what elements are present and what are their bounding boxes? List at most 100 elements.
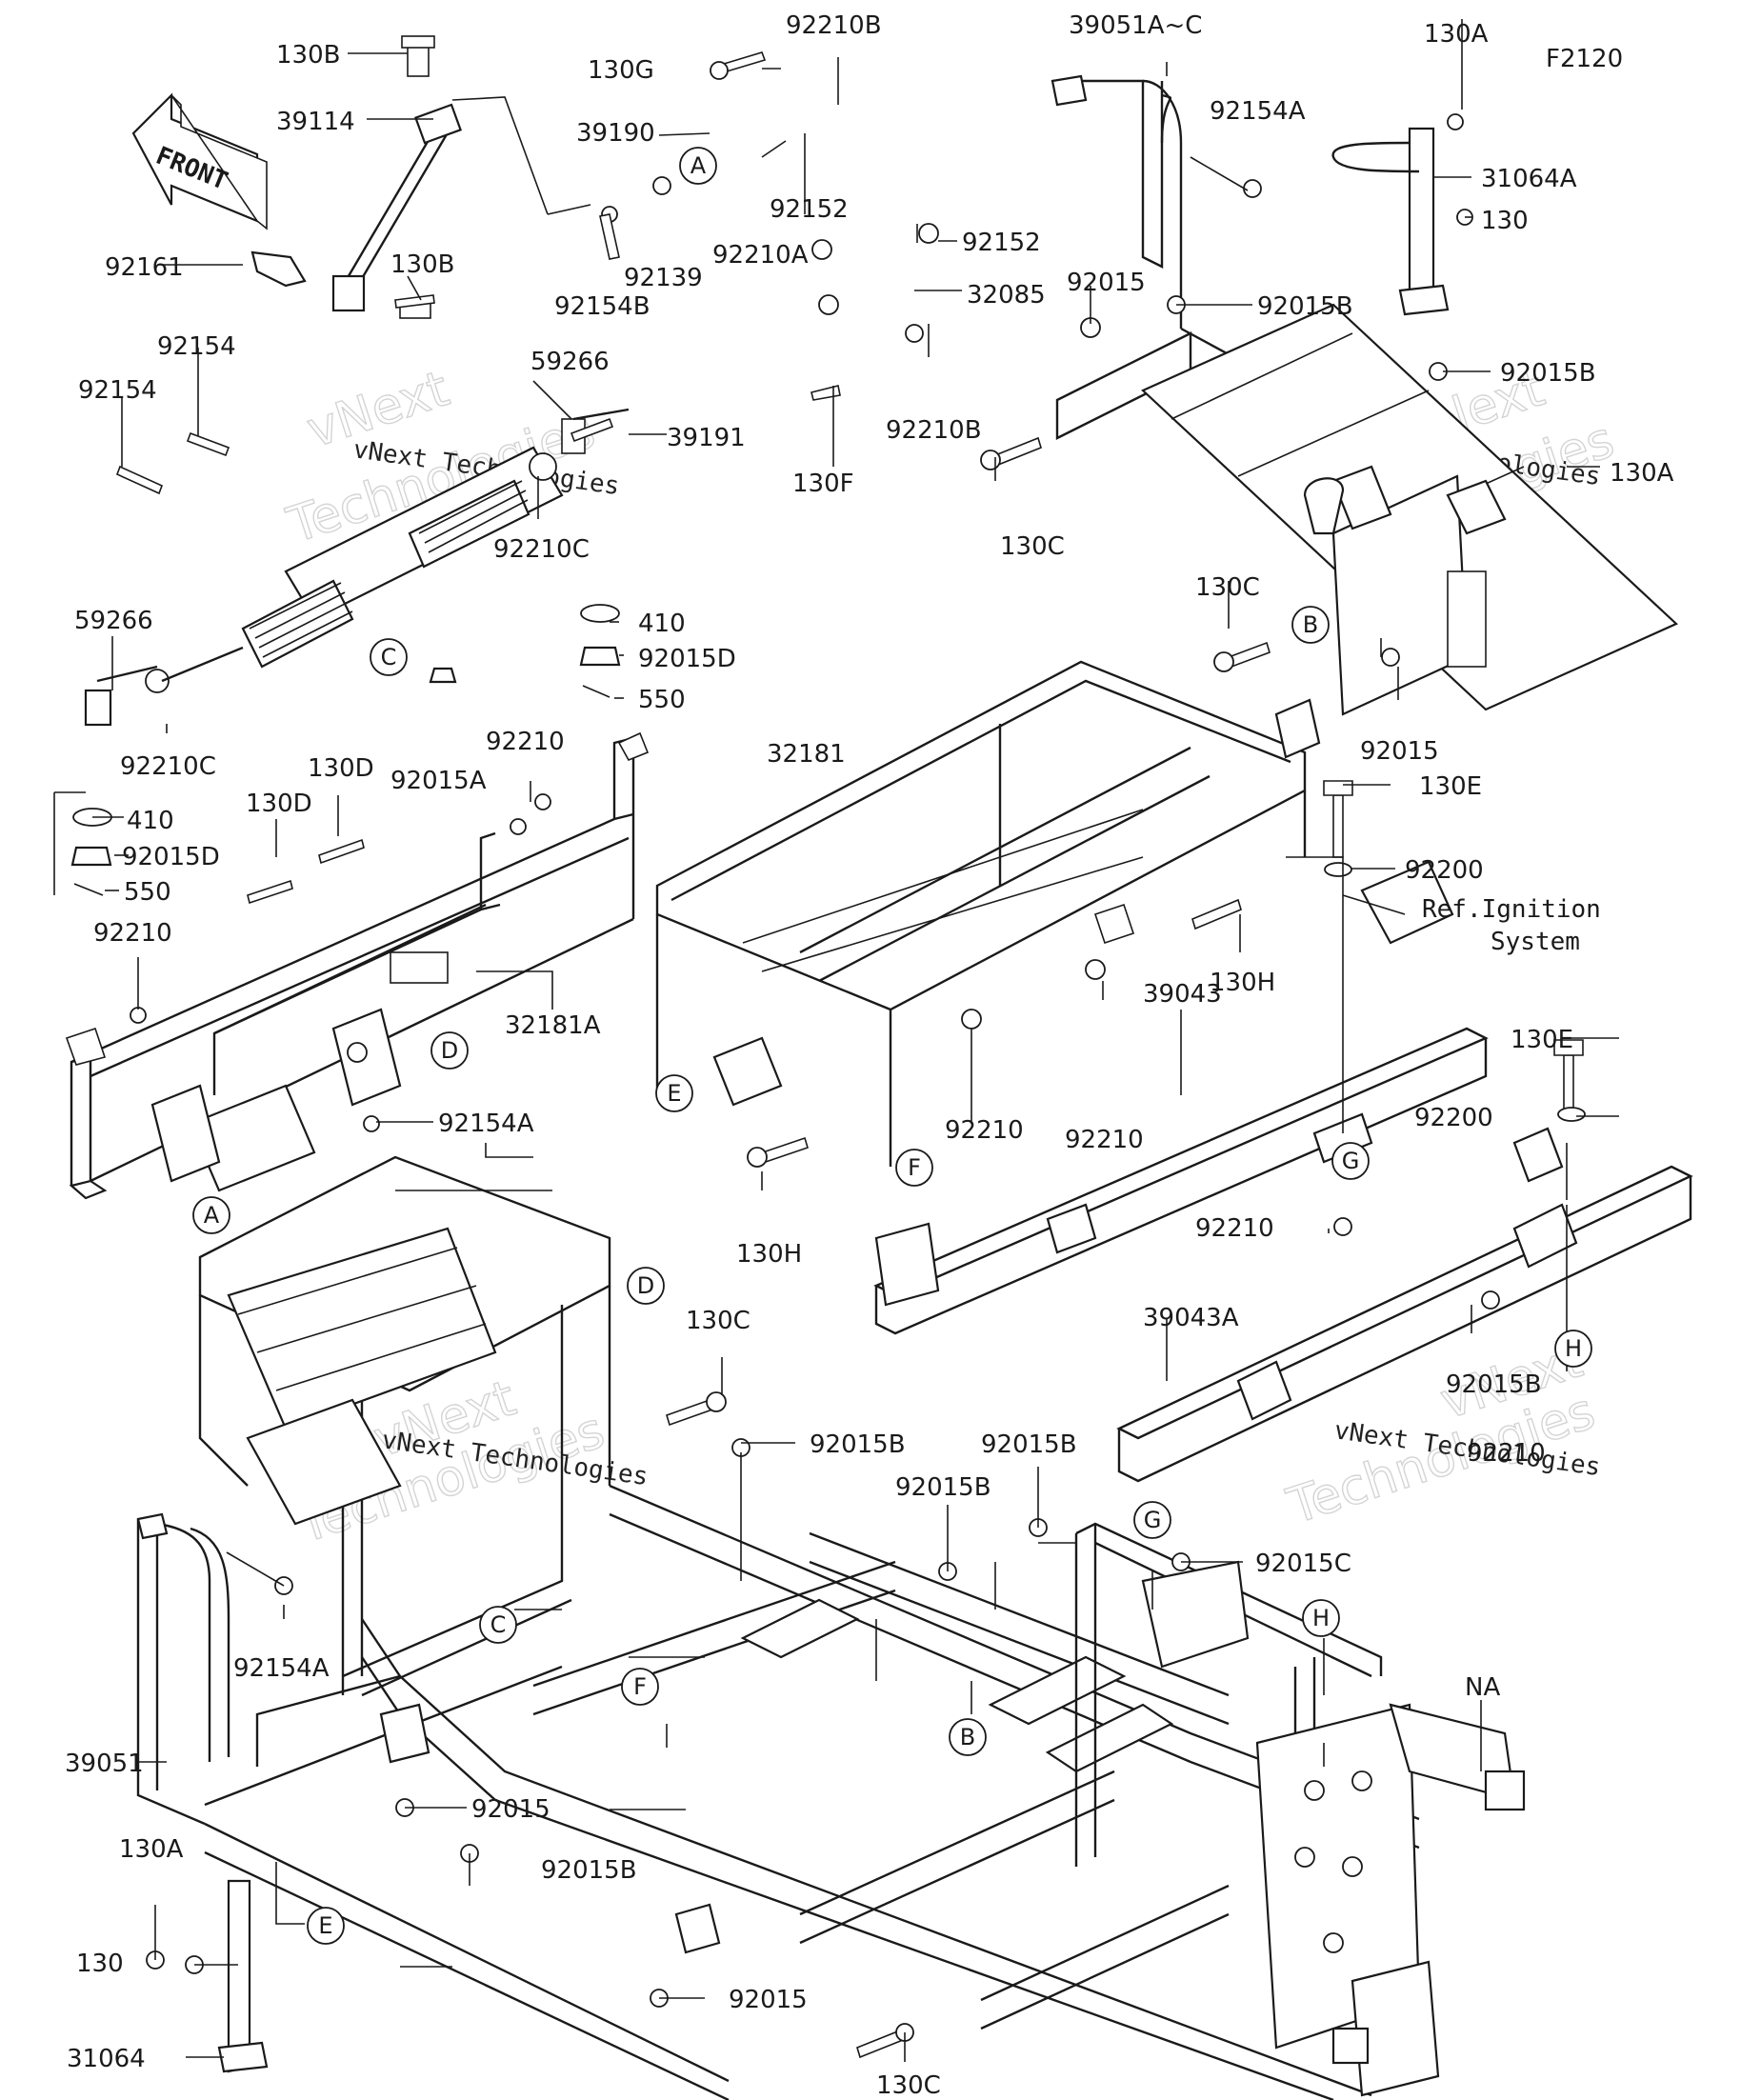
part-label: 92210 <box>1195 1214 1274 1243</box>
cargo-bed-frame <box>655 660 1321 1167</box>
callout-G: G <box>1144 1507 1162 1533</box>
part-label: 92015C <box>1255 1550 1351 1578</box>
rear-cargo-frame <box>1051 74 1678 716</box>
callout-C: C <box>381 644 397 670</box>
part-label: 130C <box>1000 532 1065 561</box>
callout-markers: A A B B C C D D E E F F G G H H <box>192 147 1592 1945</box>
part-label: 130D <box>246 790 312 818</box>
callout-F: F <box>908 1154 921 1181</box>
hardware-small <box>70 604 621 896</box>
part-label: 92015B <box>1257 292 1353 321</box>
part-label: 130H <box>1210 969 1275 997</box>
part-label: 59266 <box>530 348 610 376</box>
part-label: 39114 <box>276 108 355 136</box>
callout-E: E <box>667 1080 681 1107</box>
part-label: 92015 <box>1067 269 1146 297</box>
part-label: 130A <box>1610 459 1674 488</box>
part-label: 130G <box>588 56 654 85</box>
part-label: 92152 <box>770 195 849 224</box>
part-label: 92210 <box>945 1116 1024 1145</box>
part-label: 39190 <box>576 119 655 148</box>
callout-H: H <box>1312 1605 1330 1631</box>
part-label: 31064A <box>1481 165 1577 193</box>
part-label: 92154A <box>438 1110 534 1138</box>
part-label: 410 <box>638 610 686 638</box>
part-label: 550 <box>124 878 171 907</box>
part-label: 92210 <box>93 919 172 948</box>
part-label: 92210B <box>886 416 982 445</box>
part-label: 92015B <box>981 1430 1077 1459</box>
part-label: 92015 <box>471 1795 550 1824</box>
part-label: 130B <box>276 41 340 70</box>
part-label: 92154 <box>78 376 157 405</box>
main-frame <box>198 1155 1526 2100</box>
part-label: 130 <box>1481 207 1529 235</box>
ref-note-line1: Ref.Ignition <box>1422 895 1601 924</box>
part-label: 130B <box>390 250 454 279</box>
part-label: 39043 <box>1143 980 1222 1009</box>
part-label: 32085 <box>967 281 1046 310</box>
part-label: 92210 <box>1467 1439 1546 1468</box>
part-label: 92015D <box>122 843 220 871</box>
callout-A: A <box>690 152 707 179</box>
part-label: 39051A~C <box>1069 11 1202 40</box>
steering-rack <box>84 408 630 727</box>
callout-E: E <box>318 1912 332 1939</box>
side-rails <box>873 860 1693 1483</box>
part-label: 92139 <box>624 264 703 292</box>
part-label: 130C <box>1195 573 1260 602</box>
part-label: 130C <box>876 2071 941 2100</box>
part-label: 92154A <box>1210 97 1306 126</box>
part-label: 130H <box>736 1240 802 1269</box>
part-label: 92152 <box>962 229 1041 257</box>
part-label: 92210 <box>486 728 565 756</box>
front-arrow: FRONT <box>131 92 268 230</box>
part-label: 39051 <box>65 1750 144 1778</box>
ref-note-line2: System <box>1491 928 1580 956</box>
steering-shaft-assembly <box>250 35 462 319</box>
part-label: 92015 <box>1360 737 1439 766</box>
part-label: 39043A <box>1143 1304 1239 1332</box>
leader-lines <box>53 19 1619 2062</box>
part-label: 92015D <box>638 645 736 673</box>
bolts <box>115 51 1586 2059</box>
part-labels: 130B 39114 92161 130B 92154 92154 59266 … <box>65 11 1674 2100</box>
part-label: 92210C <box>120 752 216 781</box>
part-label: 92015 <box>729 1986 808 2014</box>
rear-hoop <box>136 1512 730 2100</box>
part-label: 92015B <box>541 1856 637 1885</box>
part-label: NA <box>1465 1673 1500 1702</box>
part-label: 130E <box>1419 772 1482 801</box>
part-label: 410 <box>127 807 174 835</box>
front-cross-frame <box>65 731 650 1200</box>
figure-code: F2120 <box>1546 45 1623 73</box>
part-label: 130C <box>686 1307 750 1335</box>
part-label: 92154 <box>157 332 236 361</box>
part-label: 92161 <box>105 253 184 282</box>
part-label: 92200 <box>1405 856 1484 885</box>
part-label: 92015A <box>390 767 487 795</box>
callout-F: F <box>633 1673 647 1700</box>
brackets-31064 <box>217 127 1450 2073</box>
part-label: 92210C <box>493 535 590 564</box>
part-label: 92154A <box>233 1654 330 1683</box>
callout-D: D <box>441 1037 458 1064</box>
callout-C: C <box>490 1611 507 1638</box>
part-label: 130A <box>119 1835 184 1864</box>
reference-note: Ref.Ignition System <box>1422 895 1601 956</box>
part-label: 130D <box>308 754 374 783</box>
part-label: 130F <box>792 470 854 498</box>
part-label: 92015B <box>1446 1370 1542 1399</box>
callout-D: D <box>637 1272 654 1299</box>
part-label: 31064 <box>67 2045 146 2073</box>
callout-B: B <box>960 1724 975 1750</box>
part-label: 92210A <box>712 241 809 270</box>
part-label: 59266 <box>74 607 153 635</box>
part-label: 130E <box>1511 1026 1573 1054</box>
part-label: 39191 <box>667 424 746 452</box>
callout-A: A <box>204 1202 220 1229</box>
part-label: 92154B <box>554 292 650 321</box>
part-label: 92200 <box>1414 1104 1493 1132</box>
callout-H: H <box>1565 1335 1582 1362</box>
